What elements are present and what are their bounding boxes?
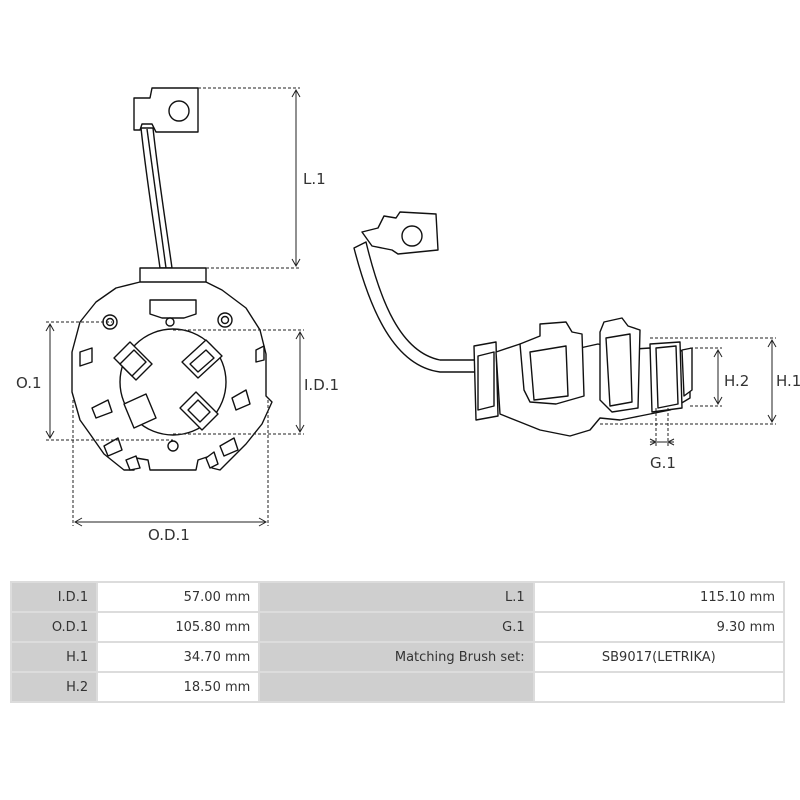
dim-label-id1: I.D.1 — [304, 376, 339, 394]
table-row: H.2 18.50 mm — [12, 673, 783, 701]
specification-table: I.D.1 57.00 mm L.1 115.10 mm O.D.1 105.8… — [10, 581, 785, 703]
matching-brush-set-value: SB9017(LETRIKA) — [534, 643, 783, 671]
spec-value: 57.00 mm — [98, 583, 259, 611]
dim-label-h1: H.1 — [776, 372, 800, 390]
spec-value: 115.10 mm — [534, 583, 783, 611]
side-dimensions: H.1 H.2 G.1 — [600, 337, 800, 472]
spec-label: Matching Brush set: — [260, 643, 533, 671]
brush-holder-technical-drawing: L.1 O.1 I.D.1 O.D.1 — [16, 87, 800, 544]
spec-label: L.1 — [260, 583, 533, 611]
spec-label: H.1 — [12, 643, 97, 671]
dim-label-l1: L.1 — [303, 170, 326, 188]
terminal-hole — [168, 100, 190, 122]
dim-label-h2: H.2 — [724, 372, 749, 390]
spec-label: O.D.1 — [12, 613, 97, 641]
spec-value-empty — [534, 673, 783, 701]
spec-label: H.2 — [12, 673, 97, 701]
front-view — [71, 87, 273, 471]
spec-label: G.1 — [260, 613, 533, 641]
side-cable — [353, 241, 479, 373]
table-row: O.D.1 105.80 mm G.1 9.30 mm — [12, 613, 783, 641]
spec-value: 105.80 mm — [98, 613, 259, 641]
spec-value: 18.50 mm — [98, 673, 259, 701]
spec-label: I.D.1 — [12, 583, 97, 611]
table-row: H.1 34.70 mm Matching Brush set: SB9017(… — [12, 643, 783, 671]
dim-label-od1: O.D.1 — [148, 526, 190, 544]
spec-label-empty — [260, 673, 533, 701]
side-view — [353, 211, 693, 437]
side-terminal-lug — [361, 211, 439, 255]
front-dimensions: L.1 O.1 I.D.1 O.D.1 — [16, 87, 339, 544]
dim-label-g1: G.1 — [650, 454, 676, 472]
spec-value: 34.70 mm — [98, 643, 259, 671]
dim-label-o1: O.1 — [16, 374, 42, 392]
spec-value: 9.30 mm — [534, 613, 783, 641]
table-row: I.D.1 57.00 mm L.1 115.10 mm — [12, 583, 783, 611]
